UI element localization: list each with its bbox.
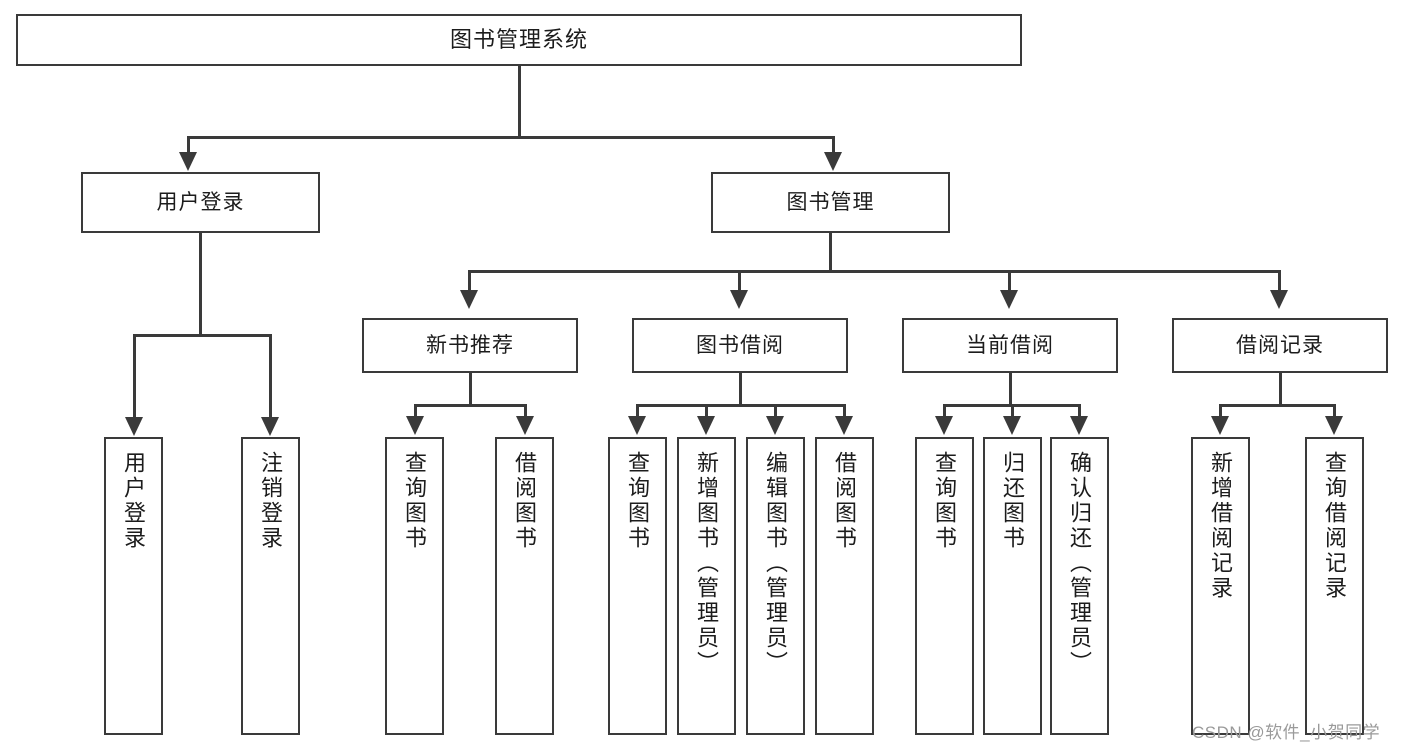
node-leaf-user-login[interactable]: 用户登录 — [104, 437, 163, 735]
connector-root-to-user-login — [187, 136, 190, 154]
connector-current-borrow-to-leaf-3 — [1078, 404, 1081, 418]
arrowhead-book-manage-to-borrow-record — [1270, 290, 1288, 309]
node-book-borrow[interactable]: 图书借阅 — [632, 318, 848, 373]
connector-current-borrow-stem — [1009, 373, 1012, 407]
node-leaf-query-book-1[interactable]: 查询图书 — [385, 437, 444, 735]
connector-book-borrow-bar — [636, 404, 846, 407]
connector-book-borrow-stem — [739, 373, 742, 407]
arrowhead-current-borrow-to-leaf-1 — [935, 416, 953, 435]
connector-book-manage-stem — [829, 233, 832, 273]
connector-user-login-stem — [199, 233, 202, 336]
connector-user-login-to-leaf-1 — [133, 334, 136, 419]
node-leaf-add-book-label: 新增图书（管理员） — [694, 451, 720, 676]
node-leaf-user-logout-label: 注销登录 — [258, 451, 284, 551]
node-book-manage[interactable]: 图书管理 — [711, 172, 950, 233]
connector-current-borrow-to-leaf-1 — [943, 404, 946, 418]
node-leaf-edit-book-label: 编辑图书（管理员） — [763, 451, 789, 676]
node-leaf-borrow-book-2[interactable]: 借阅图书 — [815, 437, 874, 735]
node-leaf-query-record-label: 查询借阅记录 — [1322, 451, 1348, 601]
node-user-login[interactable]: 用户登录 — [81, 172, 320, 233]
connector-book-manage-to-new-book — [468, 270, 471, 292]
csdn-watermark: CSDN @软件_小贺同学 — [1192, 723, 1381, 742]
arrowhead-book-borrow-to-leaf-4 — [835, 416, 853, 435]
connector-root-stem — [518, 66, 521, 138]
arrowhead-book-manage-to-new-book — [460, 290, 478, 309]
node-borrow-record[interactable]: 借阅记录 — [1172, 318, 1388, 373]
node-leaf-borrow-book-1[interactable]: 借阅图书 — [495, 437, 554, 735]
connector-book-manage-bar — [468, 270, 1280, 273]
arrowhead-current-borrow-to-leaf-2 — [1003, 416, 1021, 435]
connector-new-book-bar — [414, 404, 526, 407]
node-leaf-confirm-return-label: 确认归还（管理员） — [1067, 451, 1093, 676]
node-leaf-return-book-label: 归还图书 — [1000, 451, 1026, 551]
arrowhead-book-borrow-to-leaf-2 — [697, 416, 715, 435]
arrowhead-book-manage-to-book-borrow — [730, 290, 748, 309]
connector-current-borrow-to-leaf-2 — [1011, 404, 1014, 418]
node-user-login-label: 用户登录 — [156, 190, 245, 214]
connector-new-book-to-leaf-2 — [524, 404, 527, 418]
arrowhead-user-login-to-leaf-2 — [261, 417, 279, 436]
node-leaf-borrow-book-1-label: 借阅图书 — [512, 451, 538, 551]
arrowhead-book-manage-to-current-borrow — [1000, 290, 1018, 309]
node-leaf-add-book[interactable]: 新增图书（管理员） — [677, 437, 736, 735]
node-leaf-return-book[interactable]: 归还图书 — [983, 437, 1042, 735]
connector-user-login-bar — [133, 334, 271, 337]
connector-new-book-to-leaf-1 — [414, 404, 417, 418]
arrowhead-borrow-record-to-leaf-1 — [1211, 416, 1229, 435]
arrowhead-root-to-book-manage — [824, 152, 842, 171]
node-leaf-query-book-3-label: 查询图书 — [932, 451, 958, 551]
connector-borrow-record-stem — [1279, 373, 1282, 407]
connector-user-login-to-leaf-2 — [269, 334, 272, 419]
node-current-borrow-label: 当前借阅 — [966, 333, 1054, 357]
node-new-book-recommend[interactable]: 新书推荐 — [362, 318, 578, 373]
node-leaf-user-login-label: 用户登录 — [121, 451, 147, 551]
arrowhead-book-borrow-to-leaf-3 — [766, 416, 784, 435]
node-leaf-query-record[interactable]: 查询借阅记录 — [1305, 437, 1364, 735]
connector-book-borrow-to-leaf-1 — [636, 404, 639, 418]
node-leaf-confirm-return[interactable]: 确认归还（管理员） — [1050, 437, 1109, 735]
node-leaf-borrow-book-2-label: 借阅图书 — [832, 451, 858, 551]
node-root[interactable]: 图书管理系统 — [16, 14, 1022, 66]
arrowhead-new-book-to-leaf-2 — [516, 416, 534, 435]
node-leaf-add-record[interactable]: 新增借阅记录 — [1191, 437, 1250, 735]
connector-new-book-stem — [469, 373, 472, 407]
node-leaf-query-book-1-label: 查询图书 — [402, 451, 428, 551]
connector-book-borrow-to-leaf-2 — [705, 404, 708, 418]
node-leaf-query-book-2-label: 查询图书 — [625, 451, 651, 551]
node-root-label: 图书管理系统 — [449, 26, 588, 52]
node-leaf-add-record-label: 新增借阅记录 — [1208, 451, 1234, 601]
connector-borrow-record-to-leaf-1 — [1219, 404, 1222, 418]
arrowhead-borrow-record-to-leaf-2 — [1325, 416, 1343, 435]
arrowhead-book-borrow-to-leaf-1 — [628, 416, 646, 435]
arrowhead-user-login-to-leaf-1 — [125, 417, 143, 436]
connector-book-borrow-to-leaf-4 — [843, 404, 846, 418]
arrowhead-root-to-user-login — [179, 152, 197, 171]
node-borrow-record-label: 借阅记录 — [1236, 333, 1324, 357]
connector-book-manage-to-current-borrow — [1008, 270, 1011, 292]
connector-borrow-record-bar — [1219, 404, 1336, 407]
node-leaf-query-book-2[interactable]: 查询图书 — [608, 437, 667, 735]
connector-root-bar — [187, 136, 835, 139]
node-new-book-recommend-label: 新书推荐 — [426, 333, 514, 357]
node-current-borrow[interactable]: 当前借阅 — [902, 318, 1118, 373]
connector-book-borrow-to-leaf-3 — [774, 404, 777, 418]
node-leaf-user-logout[interactable]: 注销登录 — [241, 437, 300, 735]
connector-root-to-book-manage — [832, 136, 835, 154]
node-book-borrow-label: 图书借阅 — [696, 333, 784, 357]
node-leaf-query-book-3[interactable]: 查询图书 — [915, 437, 974, 735]
connector-book-manage-to-borrow-record — [1278, 270, 1281, 292]
arrowhead-new-book-to-leaf-1 — [406, 416, 424, 435]
connector-book-manage-to-book-borrow — [738, 270, 741, 292]
arrowhead-current-borrow-to-leaf-3 — [1070, 416, 1088, 435]
node-book-manage-label: 图书管理 — [786, 190, 875, 214]
node-leaf-edit-book[interactable]: 编辑图书（管理员） — [746, 437, 805, 735]
connector-borrow-record-to-leaf-2 — [1333, 404, 1336, 418]
